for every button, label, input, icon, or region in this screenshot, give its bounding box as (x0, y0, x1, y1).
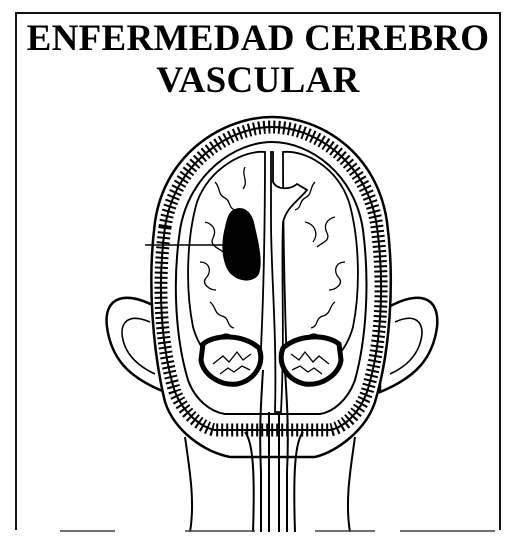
figure-title: ENFERMEDAD CEREBRO VASCULAR (15, 18, 501, 102)
bottom-dashed-border (15, 526, 501, 536)
title-line-1: ENFERMEDAD CEREBRO (15, 18, 501, 60)
brain-illustration (15, 112, 501, 532)
title-line-2: VASCULAR (15, 60, 501, 102)
cerebellum-left (201, 337, 261, 384)
cerebellum-right (281, 337, 341, 384)
